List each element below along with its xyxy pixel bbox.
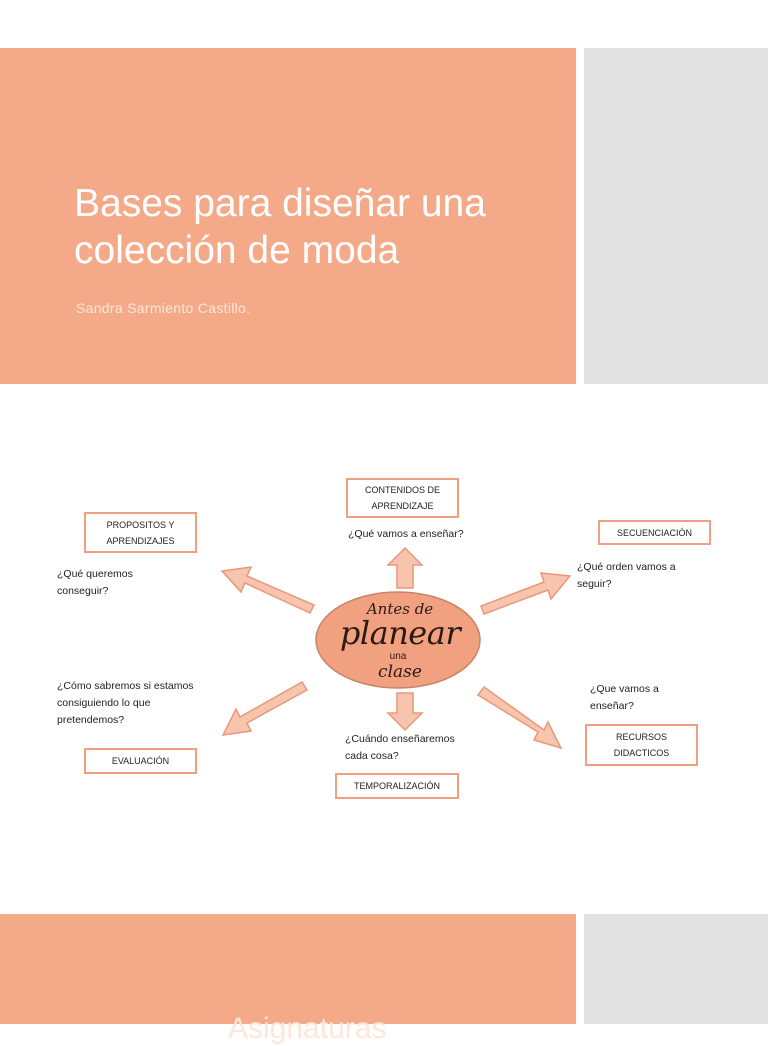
- question-temporalizacion: ¿Cuándo enseñaremos cada cosa?: [345, 733, 455, 762]
- node-contenidos: CONTENIDOS DE APRENDIZAJE: [346, 478, 459, 518]
- slide-title: Bases para diseñar una colección de moda: [74, 182, 486, 272]
- arrow-lower-right: [476, 685, 563, 750]
- node-propositos: PROPOSITOS Y APRENDIZAJES: [84, 512, 197, 553]
- node-secuenciacion: SECUENCIACIÓN: [598, 520, 711, 545]
- center-line-1: Antes de: [366, 600, 434, 618]
- planning-diagram: [220, 546, 572, 750]
- slide-subtitle: Sandra Sarmiento Castillo.: [76, 300, 251, 316]
- title-slide: [0, 48, 576, 384]
- center-oval: [315, 591, 481, 689]
- center-line-2: planear: [339, 614, 461, 652]
- node-temporalizacion-label: TEMPORALIZACIÓN: [353, 781, 440, 791]
- node-evaluacion: EVALUACIÓN: [84, 748, 197, 774]
- question-secuenciacion: ¿Qué orden vamos a seguir?: [577, 561, 676, 590]
- question-recursos: ¿Que vamos a enseñar?: [590, 683, 659, 712]
- center-line-4: clase: [378, 662, 422, 682]
- arrow-upper-right: [480, 572, 572, 615]
- node-recursos: RECURSOS DIDACTICOS: [585, 724, 698, 766]
- arrow-lower-left: [221, 680, 309, 736]
- node-contenidos-label: CONTENIDOS DE APRENDIZAJE: [364, 485, 440, 511]
- arrow-down: [386, 692, 424, 732]
- arrow-upper-left: [220, 566, 316, 614]
- title-slide-side-panel: [584, 48, 768, 384]
- question-evaluacion: ¿Cómo sabremos si estamos consiguiendo l…: [57, 680, 194, 726]
- question-propositos: ¿Qué queremos conseguir?: [57, 568, 133, 597]
- question-contenidos: ¿Qué vamos a enseñar?: [348, 528, 464, 540]
- next-slide-side-panel: [584, 914, 768, 1024]
- next-slide: [0, 914, 576, 1024]
- node-secuenciacion-label: SECUENCIACIÓN: [616, 527, 692, 538]
- next-slide-title: Asignaturas: [228, 1012, 387, 1045]
- node-evaluacion-label: EVALUACIÓN: [111, 756, 170, 766]
- node-recursos-label: RECURSOS DIDACTICOS: [613, 732, 670, 758]
- node-propositos-label: PROPOSITOS Y APRENDIZAJES: [106, 519, 175, 546]
- center-line-3: una: [389, 651, 407, 662]
- arrow-up: [386, 546, 424, 589]
- node-temporalizacion: TEMPORALIZACIÓN: [335, 773, 459, 799]
